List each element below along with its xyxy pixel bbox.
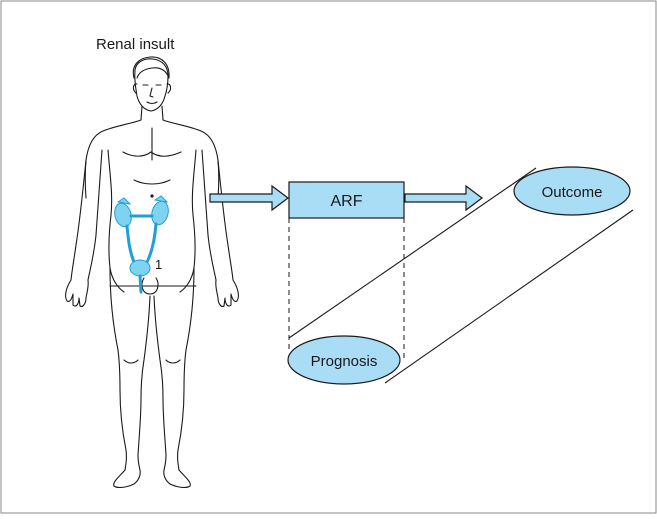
outcome-label: Outcome (542, 184, 603, 201)
prognosis-label: Prognosis (311, 353, 378, 370)
urethra (140, 276, 141, 292)
arf-label: ARF (331, 193, 363, 210)
figure-navel (150, 194, 153, 197)
figure-marker: 1 (155, 257, 162, 272)
renal-insult-label: Renal insult (96, 36, 175, 53)
bladder (130, 260, 150, 276)
